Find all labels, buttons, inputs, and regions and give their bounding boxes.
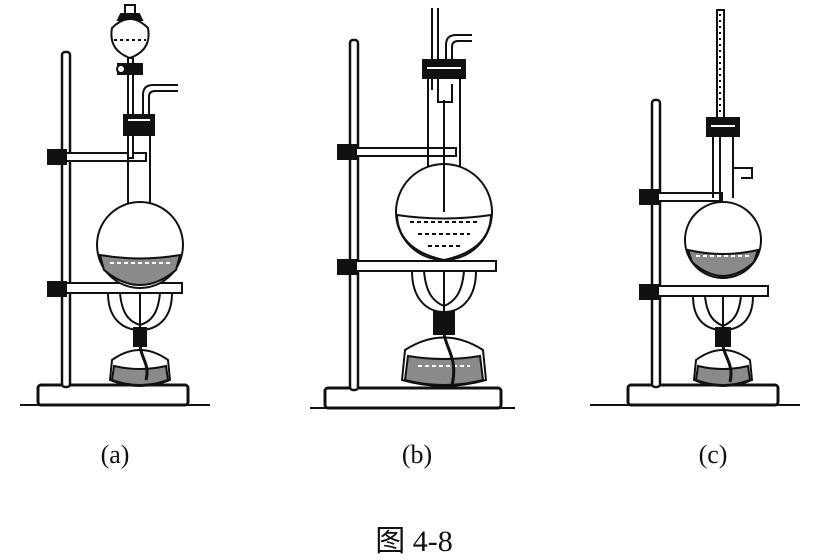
delivery-tube-icon: [142, 84, 178, 125]
wire-gauze-icon: [692, 295, 754, 332]
label-b: (b): [401, 440, 433, 469]
alcohol-lamp-icon: [108, 327, 172, 387]
separatory-funnel-icon: [110, 4, 150, 159]
label-a: (a): [100, 440, 130, 469]
round-bottom-flask-icon: [96, 114, 184, 289]
retort-stand-icon: [20, 50, 210, 407]
wire-gauze-icon: [107, 292, 173, 332]
alcohol-lamp-icon: [692, 327, 754, 387]
apparatus-a: [20, 4, 210, 407]
apparatus-c: [590, 9, 800, 407]
apparatus-b: [310, 8, 515, 410]
wire-gauze-icon: [411, 270, 477, 314]
label-c: (c): [698, 440, 728, 469]
round-bottom-flask-icon: [395, 59, 493, 262]
alcohol-lamp-icon: [400, 311, 488, 387]
round-bottom-flask-icon: [684, 117, 762, 279]
figure-caption: 图 4-8: [375, 525, 453, 558]
thermometer-icon: [716, 9, 725, 121]
retort-stand-icon: [590, 98, 800, 407]
retort-stand-icon: [310, 38, 515, 410]
